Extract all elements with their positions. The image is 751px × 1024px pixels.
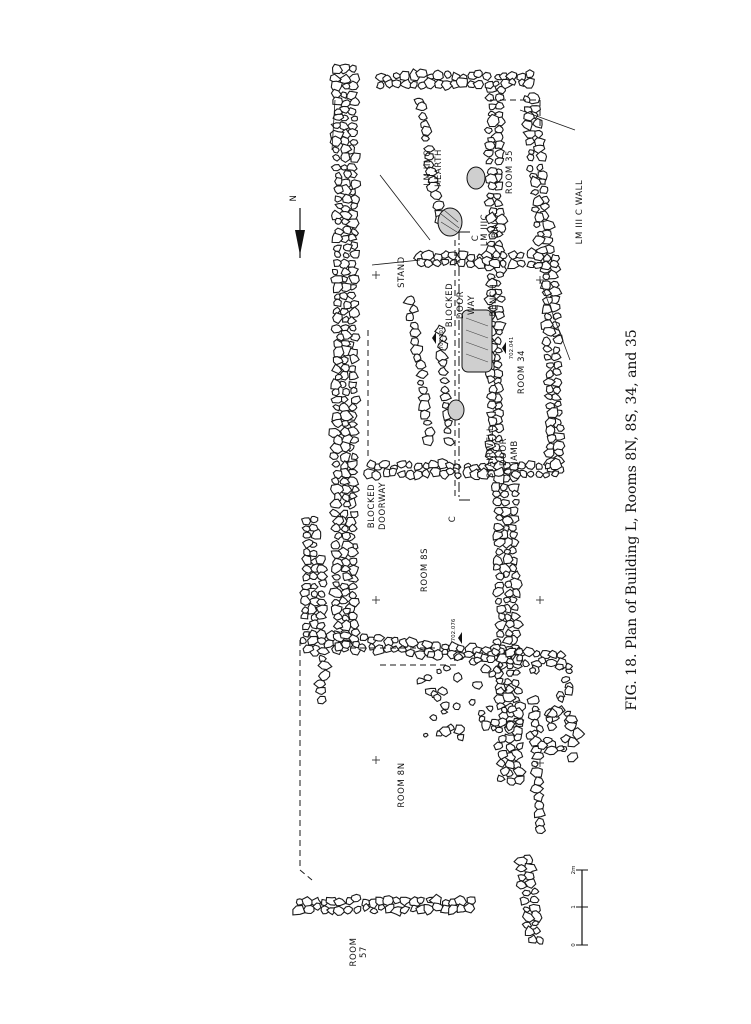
north-label: N <box>289 195 299 202</box>
wall-stones <box>292 63 586 945</box>
svg-text:57: 57 <box>359 946 369 958</box>
section-line-c <box>458 230 470 501</box>
svg-text:BLOCKED: BLOCKED <box>367 484 377 529</box>
bin-label: LM IIIC BIN <box>480 214 501 246</box>
hearth-feature <box>437 207 463 237</box>
door-jamb-label: DOOR JAMB <box>499 438 520 466</box>
bin-feature <box>466 166 486 190</box>
room-57-label: ROOM 57 <box>349 937 369 966</box>
svg-text:DOOR: DOOR <box>499 438 509 466</box>
svg-text:HEARTH: HEARTH <box>434 149 444 187</box>
elevation-marker-3: 702.076 <box>451 618 462 644</box>
svg-text:702.076: 702.076 <box>451 618 457 641</box>
svg-text:JAMB: JAMB <box>510 440 520 465</box>
lm-wall-label: LM III C WALL <box>575 180 585 245</box>
svg-text:LM IIIC: LM IIIC <box>480 214 490 246</box>
svg-text:DOOR: DOOR <box>456 291 466 319</box>
elevation-marker-2: 702.041 <box>502 337 515 360</box>
svg-text:BIN: BIN <box>491 222 501 239</box>
svg-text:LM III C: LM III C <box>423 150 433 186</box>
bench-feature <box>461 309 493 373</box>
scale-tick-2: 2m <box>571 866 577 875</box>
section-c-bottom: C <box>448 516 458 523</box>
room-8s-label: ROOM 8S <box>420 548 430 592</box>
room-8n-label: ROOM 8N <box>397 762 407 807</box>
blocked-doorway-8s-label: BLOCKED DOORWAY <box>367 482 388 530</box>
north-arrow-icon <box>295 208 305 258</box>
figure-caption: FIG. 18. Plan of Building L, Rooms 8N, 8… <box>624 329 640 710</box>
bench-label: BENCH <box>489 284 499 317</box>
stairwell-label: STAIRWELL <box>486 426 496 478</box>
svg-text:WAY: WAY <box>467 295 477 315</box>
grid-crosses <box>372 271 544 767</box>
restored-wall-lines <box>299 99 576 881</box>
scale-tick-1: 1 <box>571 905 577 909</box>
scale-tick-0: 0 <box>571 943 577 947</box>
svg-text:BLOCKED: BLOCKED <box>445 283 455 328</box>
svg-text:DOORWAY: DOORWAY <box>378 482 388 530</box>
section-c-top: C <box>471 235 481 242</box>
stand-label: STAND <box>397 256 407 288</box>
stand-feature <box>447 399 465 421</box>
elevation-marker-1: 702.101 <box>432 327 445 350</box>
room-34-label: ROOM 34 <box>517 350 527 394</box>
svg-text:ROOM: ROOM <box>349 937 359 966</box>
svg-text:702.101: 702.101 <box>439 327 445 350</box>
scale-bar <box>576 869 588 946</box>
room-35-label: ROOM 35 <box>505 150 515 194</box>
svg-text:702.041: 702.041 <box>509 337 515 360</box>
blocked-doorway-34-label: BLOCKED DOOR WAY <box>445 283 477 328</box>
hearth-label: LM III C HEARTH <box>423 149 444 187</box>
